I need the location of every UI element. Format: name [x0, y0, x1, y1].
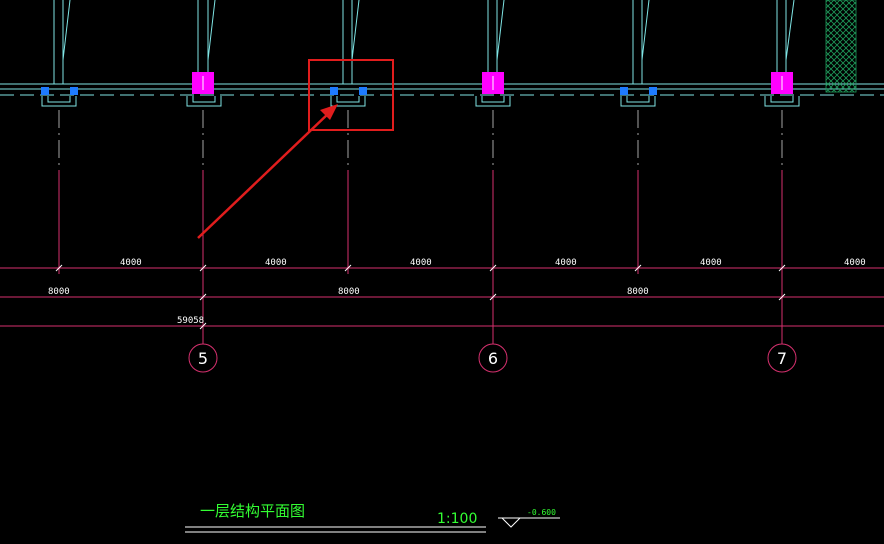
- title-underline: [185, 526, 486, 533]
- dim-4000-1: 4000: [120, 258, 142, 268]
- dim-8000-1: 8000: [48, 287, 70, 297]
- drawing-title: 一层结构平面图: [200, 502, 305, 520]
- grid-centerlines: [58, 110, 783, 170]
- dim-4000-6: 4000: [844, 258, 866, 268]
- axis-bubble-5[interactable]: 5: [188, 343, 218, 373]
- dim-4000-5: 4000: [700, 258, 722, 268]
- axis-label-6: 6: [488, 349, 498, 368]
- dim-4000-2: 4000: [265, 258, 287, 268]
- axis-bubble-7[interactable]: 7: [767, 343, 797, 373]
- dim-8000-2: 8000: [338, 287, 360, 297]
- annotation-arrow: [197, 104, 338, 239]
- wall-lines: [0, 0, 884, 96]
- magenta-columns: [192, 72, 793, 94]
- axis-label-5: 5: [198, 349, 208, 368]
- dim-8000-3: 8000: [627, 287, 649, 297]
- annotation-highlight-box: [308, 59, 394, 131]
- dimension-extension-lines: [0, 170, 884, 344]
- elevation-value: -0.600: [527, 508, 556, 517]
- pier-symbols: [41, 96, 800, 107]
- dim-total: 59058: [177, 316, 204, 326]
- axis-label-7: 7: [777, 349, 787, 368]
- dim-4000-3: 4000: [410, 258, 432, 268]
- dimension-ticks: [55, 264, 786, 330]
- dim-4000-4: 4000: [555, 258, 577, 268]
- blue-connectors: [41, 87, 657, 95]
- elevation-marker: -0.600: [498, 508, 560, 528]
- axis-bubble-6[interactable]: 6: [478, 343, 508, 373]
- hatched-column: [825, 0, 857, 93]
- drawing-scale: 1:100: [437, 511, 477, 527]
